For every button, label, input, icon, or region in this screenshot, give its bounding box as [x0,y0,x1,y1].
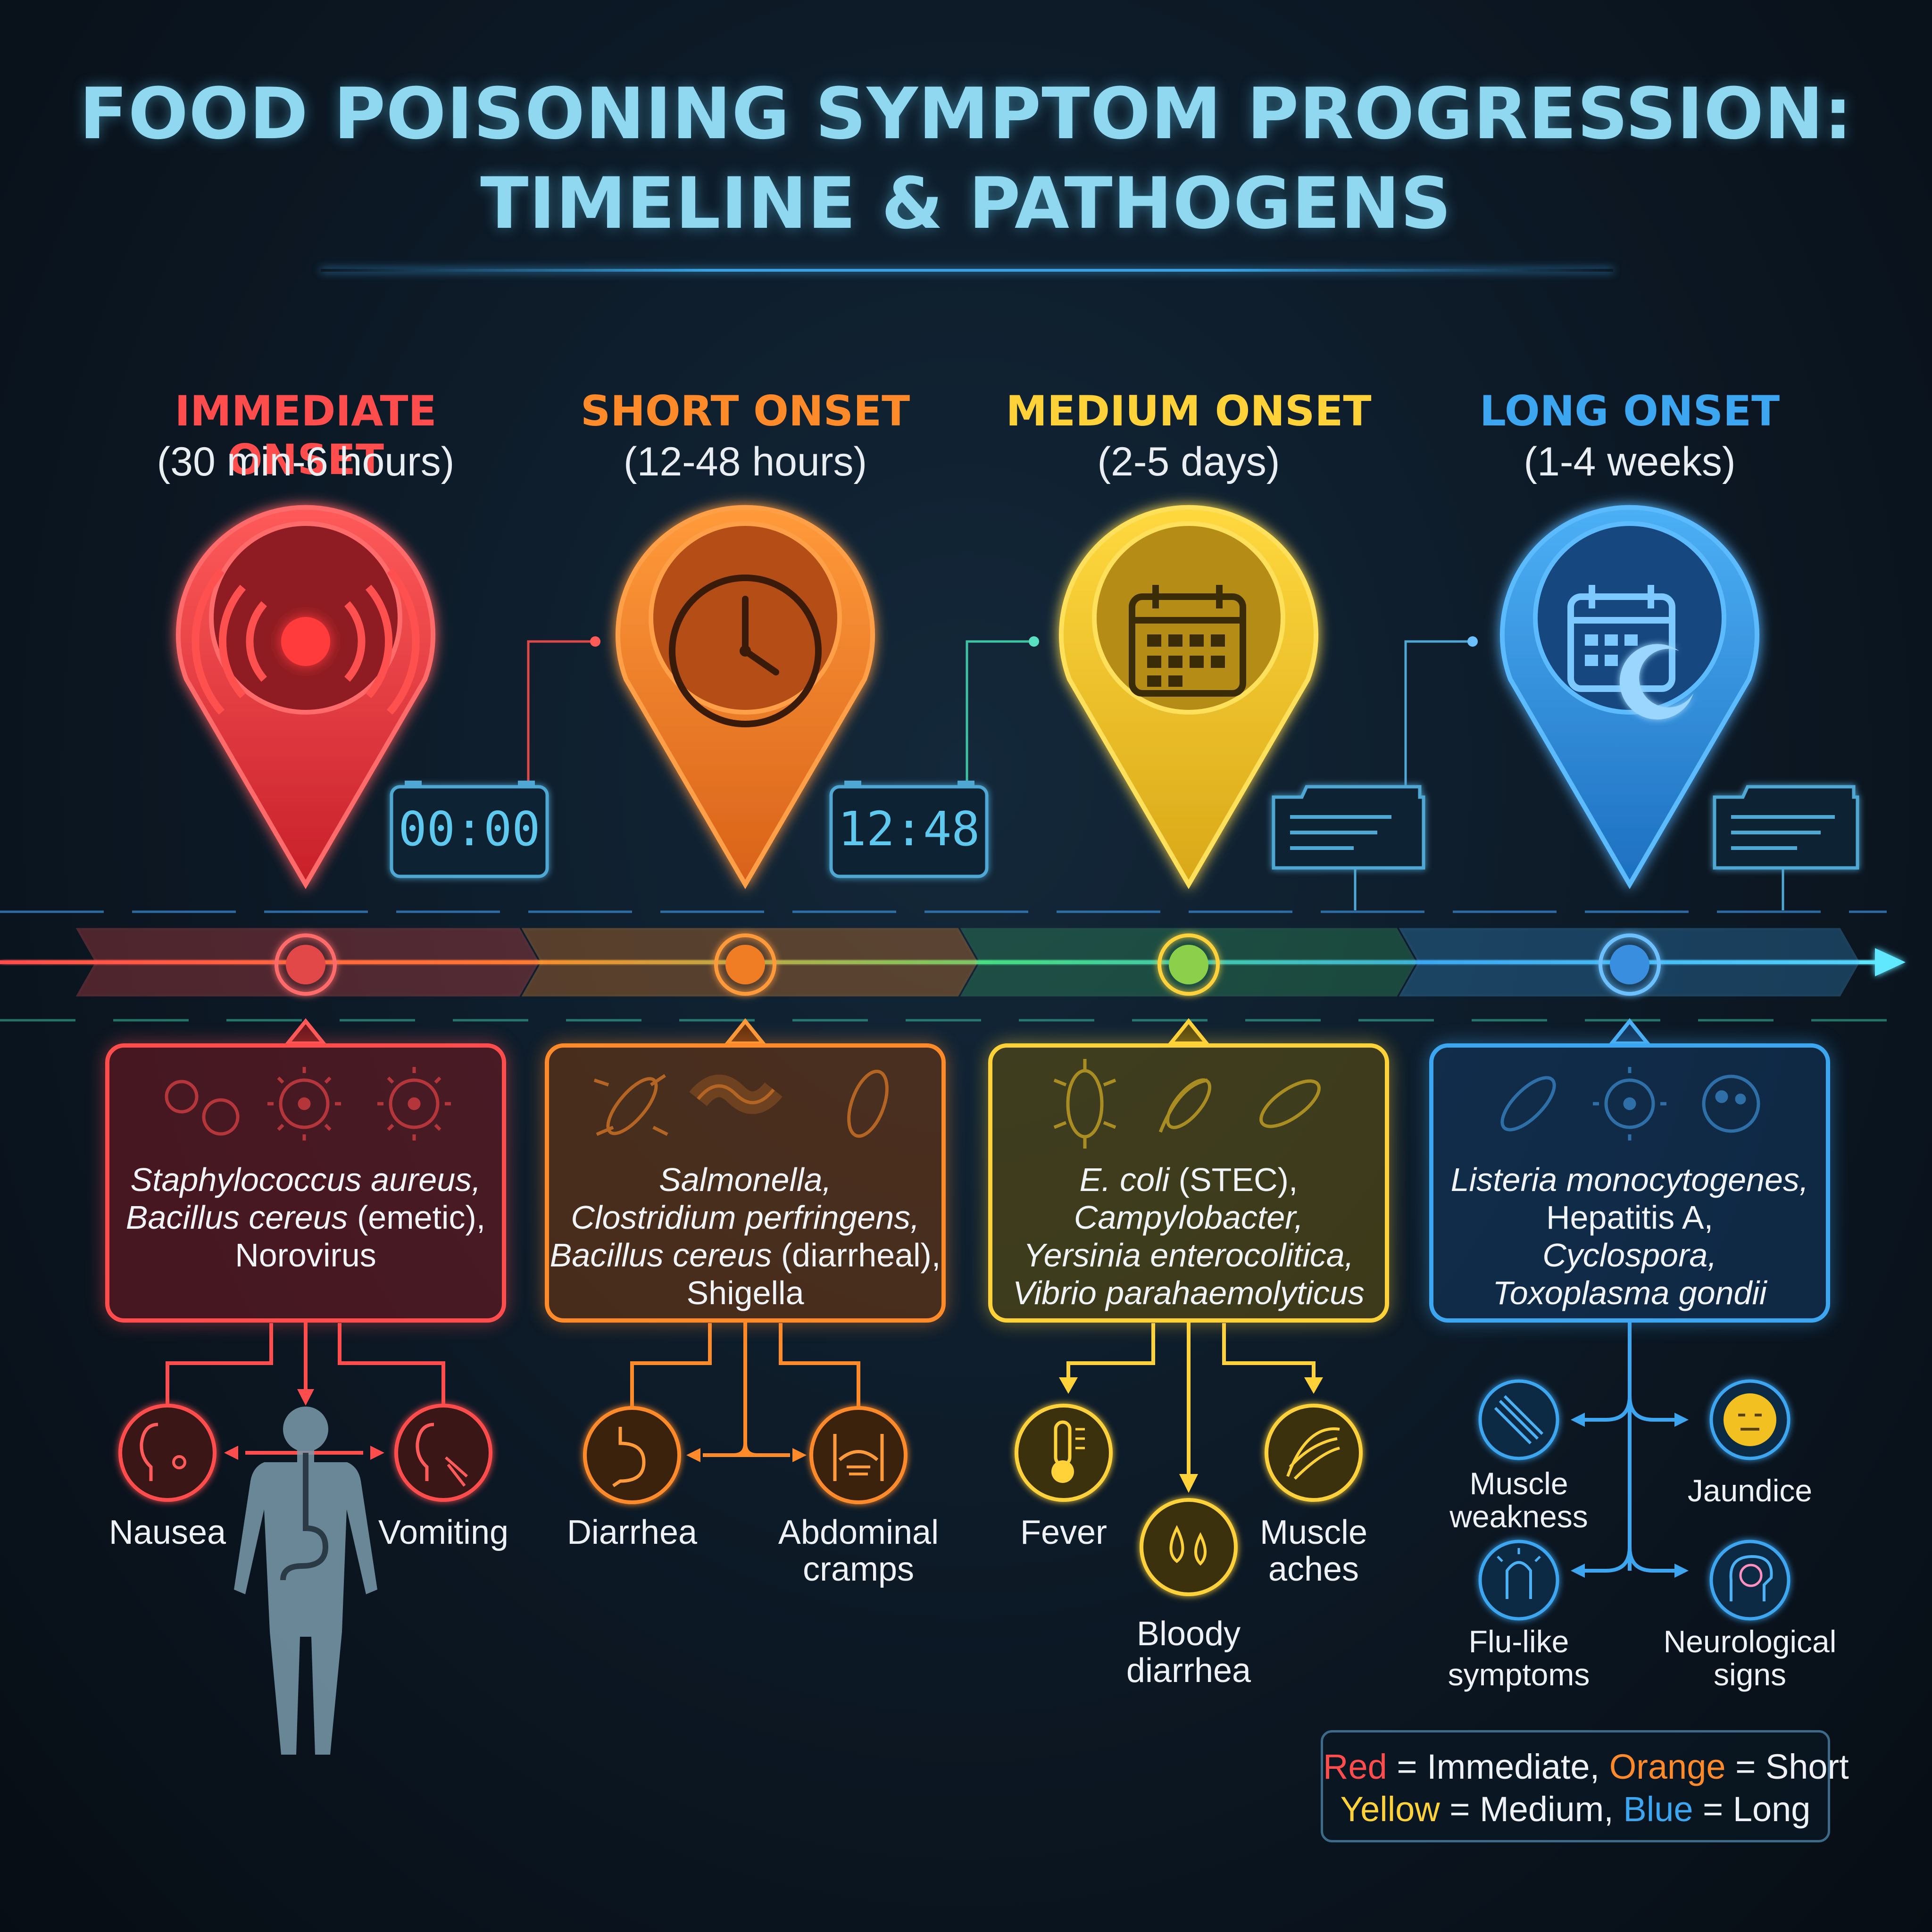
document-panel-long [1713,785,1859,910]
pathogen-item: Norovirus [235,1237,376,1274]
timeline-node-short [714,933,776,996]
pathogen-box-short: Salmonella, Clostridium perfringens, Bac… [545,1043,946,1323]
pathogen-list-immediate: Staphylococcus aureus, Bacillus cereus (… [109,1161,502,1274]
pathogen-item: Clostridium perfringens, [571,1199,920,1236]
legend-row-1: Red = Immediate, Orange = Short [1323,1747,1849,1786]
digital-display-immediate: 00:00 [390,636,600,878]
pathogen-list-short: Salmonella, Clostridium perfringens, Bac… [549,1161,941,1312]
symptom-label-diarrhea: Diarrhea [566,1514,698,1551]
display-text-short: 12:48 [838,801,980,857]
pathogen-box-medium: E. coli (STEC), Campylobacter, Yersinia … [988,1043,1389,1323]
jaundice-face-icon [1709,1379,1790,1460]
pathogen-item: Bacillus cereus (emetic), [125,1199,486,1236]
pathogen-list-medium: E. coli (STEC), Campylobacter, Yersinia … [992,1161,1385,1312]
pathogen-box-immediate: Staphylococcus aureus, Bacillus cereus (… [105,1043,506,1323]
display-text-immediate: 00:00 [398,801,540,857]
diarrhea-icon [583,1406,681,1504]
title-line-2: TIMELINE & PATHOGENS [480,163,1452,245]
brain-icon [1709,1540,1790,1621]
pathogen-item: Toxoplasma gondii [1492,1274,1767,1311]
pathogen-list-long: Listeria monocytogenes, Hepatitis A, Cyc… [1433,1161,1826,1312]
digestive-tract-icon [280,1453,329,1581]
branch-lines-medium [1066,1323,1316,1476]
symptom-label-nausea: Nausea [108,1514,226,1551]
pathogen-item: Hepatitis A, [1546,1199,1714,1236]
branch-lines-long [1582,1323,1677,1573]
phase-heading-long: LONG ONSET [1479,387,1780,435]
phase-range-short: (12-48 hours) [623,439,867,484]
phase-heading-medium: MEDIUM ONSET [1006,387,1372,435]
pathogen-item: Salmonella, [659,1161,832,1198]
phase-range-immediate: (30 min-6 hours) [157,439,455,484]
pathogen-item: Staphylococcus aureus, [130,1161,481,1198]
pathogen-item: Shigella [686,1274,804,1311]
muscle-weakness-icon [1478,1379,1559,1460]
symptom-label-jaundice: Jaundice [1687,1473,1813,1508]
timeline-node-medium [1158,933,1220,996]
symptom-label-fever: Fever [1020,1514,1108,1551]
timeline-arrow-icon [1875,948,1906,976]
vomiting-icon [394,1404,492,1502]
legend-row-2: Yellow = Medium, Blue = Long [1340,1790,1811,1829]
abdominal-cramps-icon [809,1406,908,1504]
phase-range-long: (1-4 weeks) [1524,439,1736,484]
pathogen-item: E. coli (STEC), [1079,1161,1298,1198]
pathogen-box-long: Listeria monocytogenes, Hepatitis A, Cyc… [1429,1043,1830,1323]
timeline-node-immediate [275,933,337,996]
title-divider [321,269,1613,272]
muscle-icon [1265,1404,1363,1502]
digital-display-short: 12:48 [829,636,1039,878]
human-body-icon [234,1407,377,1755]
clock-icon [669,575,822,727]
pathogen-item: Listeria monocytogenes, [1450,1161,1809,1198]
alarm-signal-icon [192,568,420,715]
symptom-label-vomiting: Vomiting [378,1514,509,1551]
blood-drops-icon [1140,1498,1238,1596]
timeline-node-long [1599,933,1661,996]
branch-lines-short [630,1323,860,1457]
flu-like-icon [1478,1540,1559,1621]
pathogen-item: Vibrio parahaemolyticus [1013,1274,1365,1311]
calendar-moon-icon [1567,585,1693,720]
pathogen-item: Bacillus cereus (diarrheal), [550,1237,941,1274]
pathogen-item: Campylobacter, [1074,1199,1304,1236]
phase-range-medium: (2-5 days) [1097,439,1280,484]
document-panel-medium [1272,636,1478,910]
thermometer-icon [1015,1404,1113,1502]
title-line-1: FOOD POISONING SYMPTOM PROGRESSION: [79,73,1853,155]
phase-heading-short: SHORT ONSET [580,387,910,435]
calendar-icon [1129,585,1246,697]
pathogen-item: Cyclospora, [1542,1237,1717,1274]
branch-lines-immediate [166,1323,445,1455]
phase-heading-immediate: IMMEDIATE ONSET [175,387,437,484]
timeline [0,910,1906,1022]
nausea-icon [118,1404,217,1502]
pathogen-item: Yersinia enterocolitica, [1023,1237,1354,1274]
color-legend: Red = Immediate, Orange = Short Yellow =… [1321,1730,1849,1842]
